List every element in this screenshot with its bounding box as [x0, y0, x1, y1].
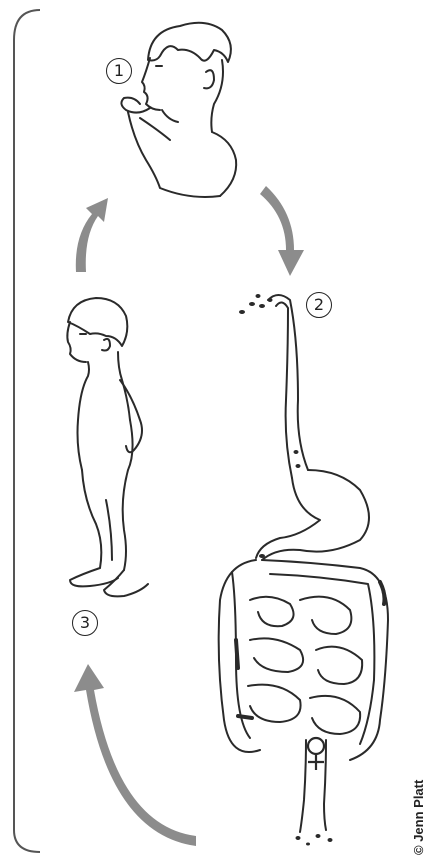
- arrow-bottom-to-3: [74, 664, 196, 846]
- egg-cluster: [239, 294, 301, 558]
- step-1-label: 1: [106, 58, 132, 84]
- step-2-label: 2: [306, 292, 332, 318]
- arrow-3-to-1: [76, 198, 108, 272]
- arrow-1-to-2: [260, 186, 304, 276]
- step-3-label: 3: [72, 610, 98, 636]
- standing-child-figure: [67, 298, 148, 596]
- child-mouth-figure: [121, 23, 236, 197]
- female-symbol-icon: [308, 738, 324, 770]
- frame-border: [14, 10, 40, 852]
- digestive-tract-figure: [219, 295, 388, 832]
- anal-egg-cluster: [296, 834, 333, 846]
- copyright-credit: © Jenn Platt: [411, 755, 426, 855]
